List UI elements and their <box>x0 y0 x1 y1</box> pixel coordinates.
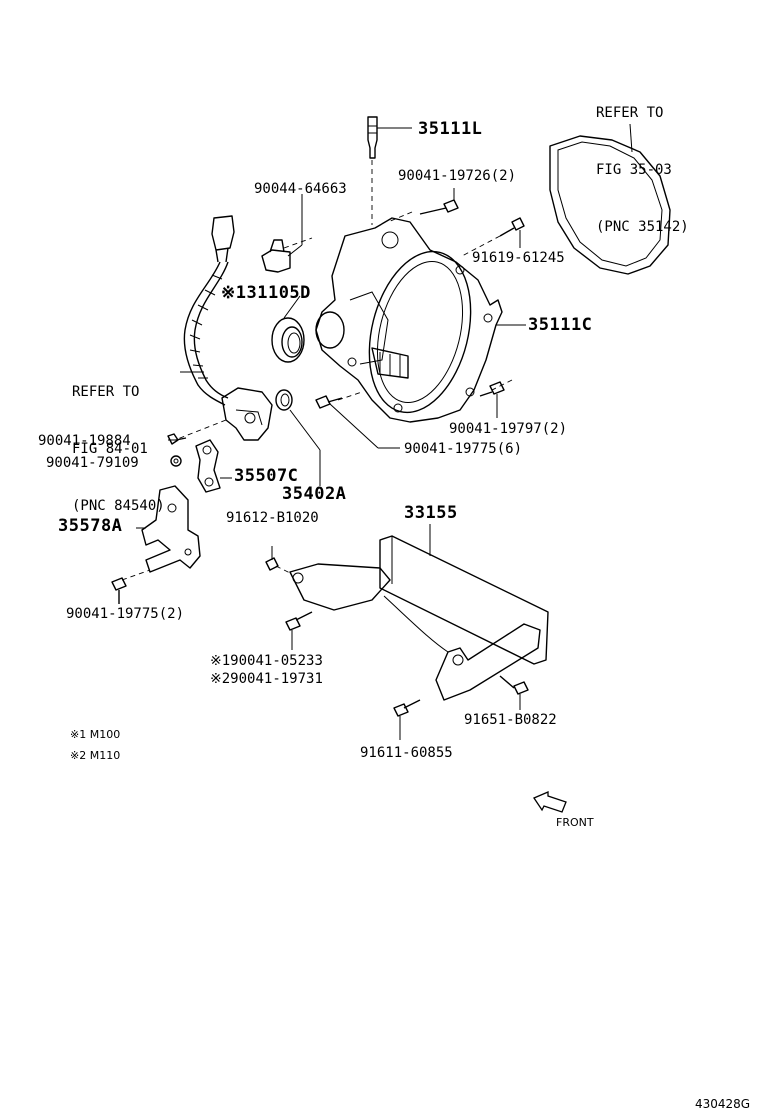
label-90041-79109: 90041-79109 <box>46 455 139 471</box>
part-90041-19731: 90041-19731 <box>230 671 323 687</box>
oil-seal-31105D[interactable] <box>271 295 305 363</box>
label-90041-05233: ※190041-05233 <box>210 653 323 669</box>
front-label: FRONT <box>556 816 594 829</box>
label-91619-61245: 91619-61245 <box>472 250 565 266</box>
ref1-line3: (PNC 35142) <box>596 219 689 235</box>
legend-item-2: ※2 M110 <box>70 749 121 762</box>
lever-35507C[interactable] <box>195 439 232 493</box>
bolt-90041-19884[interactable] <box>167 433 187 445</box>
label-91612-B1020: 91612-B1020 <box>226 510 319 526</box>
label-35402A: 35402A <box>282 484 347 504</box>
clamp-90044-64663[interactable] <box>261 194 313 273</box>
wire-harness[interactable] <box>183 215 235 406</box>
ref2-line3: (PNC 84540) <box>72 498 165 514</box>
label-33155: 33155 <box>404 503 458 523</box>
bracket-35578A[interactable] <box>136 485 201 573</box>
label-90041-19726: 90041-19726(2) <box>398 168 517 184</box>
bolt-90041-19797[interactable] <box>479 381 505 418</box>
bolt-90041-05233[interactable] <box>285 611 313 650</box>
part-90041-05233: 90041-05233 <box>230 653 323 669</box>
bolt-90041-19726[interactable] <box>419 188 459 215</box>
ref2-line2: FIG 84-01 <box>72 441 148 457</box>
part-31105D: 31105D <box>246 283 311 303</box>
ref1-line2: FIG 35-03 <box>596 162 672 178</box>
ref2-line1: REFER TO <box>72 384 140 400</box>
label-31105D: ※131105D <box>221 283 311 303</box>
leader-lines <box>168 371 204 441</box>
label-90041-19775-2: 90041-19775(2) <box>66 606 185 622</box>
label-91611-60855: 91611-60855 <box>360 745 453 761</box>
bolt-90041-19775-2[interactable] <box>111 569 151 604</box>
label-90041-19884: 90041-19884 <box>38 433 131 449</box>
reference-note-harness: REFER TO FIG 84-01 (PNC 84540) <box>72 345 165 535</box>
seal-35402A[interactable] <box>275 389 321 486</box>
ref1-line1: REFER TO <box>596 105 664 121</box>
front-arrow-icon <box>533 791 567 813</box>
bolt-91612-B1020[interactable] <box>265 546 293 575</box>
label-90041-19797: 90041-19797(2) <box>449 421 568 437</box>
label-35111C: 35111C <box>528 315 593 335</box>
label-90041-19775-6: 90041-19775(6) <box>404 441 523 457</box>
plate-33155[interactable] <box>289 524 549 701</box>
bolt-91651-B0822[interactable] <box>499 675 529 710</box>
pin-91619-61245[interactable] <box>499 217 525 248</box>
label-90041-19731: ※290041-19731 <box>210 671 323 687</box>
legend-item-1: ※1 M100 <box>70 728 121 741</box>
label-35507C: 35507C <box>234 466 299 486</box>
figure-id: 430428G <box>695 1097 751 1111</box>
switch-body[interactable] <box>174 387 273 441</box>
nut-90041-79109[interactable] <box>170 455 182 467</box>
label-35578A: 35578A <box>58 516 123 536</box>
housing-35111C[interactable] <box>315 211 526 423</box>
bolt-90041-19775-6[interactable] <box>315 395 400 449</box>
bolt-91611-60855[interactable] <box>393 699 421 740</box>
reference-note-gasket: REFER TO FIG 35-03 (PNC 35142) <box>596 66 689 256</box>
mark-1: ※1 <box>221 283 247 303</box>
label-35111L: 35111L <box>418 119 483 139</box>
mark-2: ※2 <box>210 671 231 687</box>
label-91651-B0822: 91651-B0822 <box>464 712 557 728</box>
gasket[interactable] <box>549 123 671 275</box>
mark-1: ※1 <box>210 653 231 669</box>
sensor-35111L[interactable] <box>367 116 412 225</box>
label-90044-64663: 90044-64663 <box>254 181 347 197</box>
